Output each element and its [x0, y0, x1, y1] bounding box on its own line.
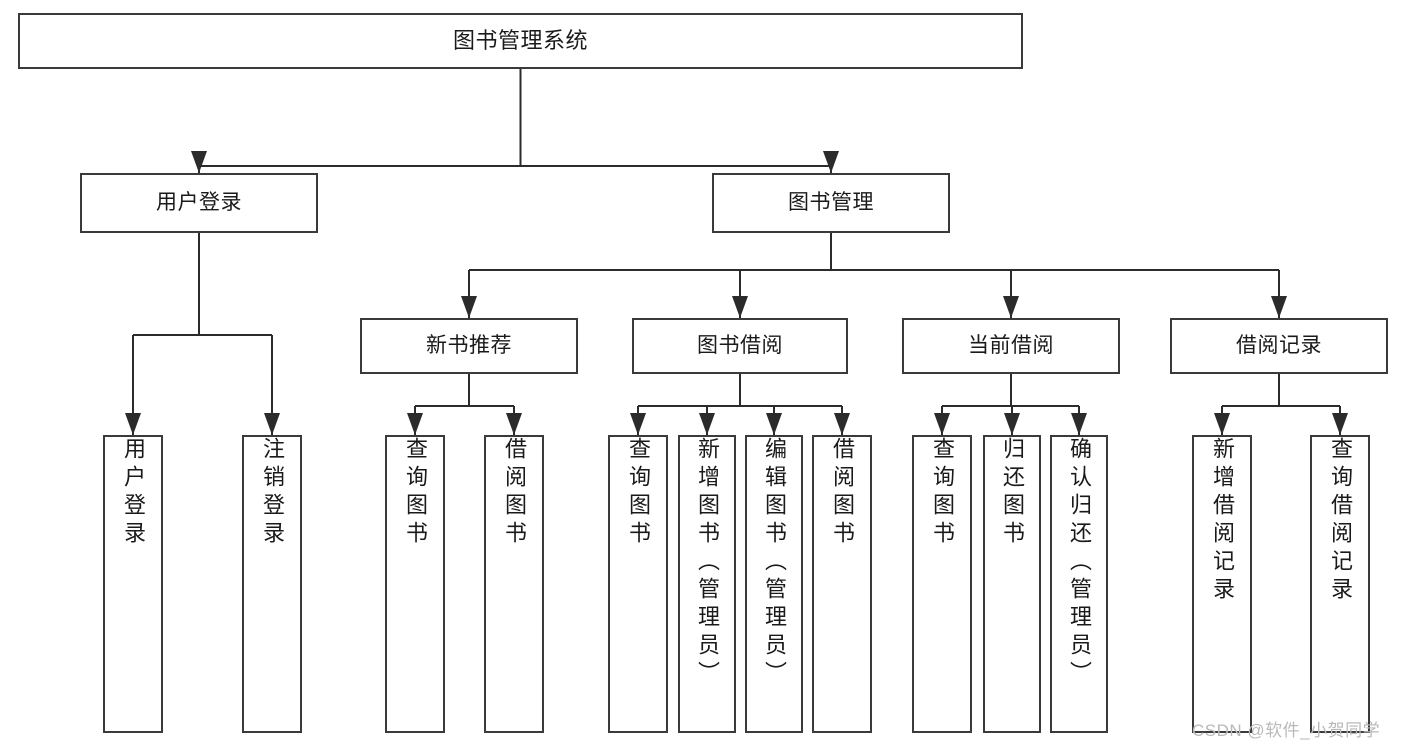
node-newbook: 新书推荐: [360, 318, 578, 374]
connector-arrowhead: [630, 413, 646, 435]
node-leaf8: 借阅图书: [812, 435, 872, 733]
node-leaf4: 借阅图书: [484, 435, 544, 733]
node-label: 确认归还（管理员）: [1067, 437, 1092, 689]
node-label: 借阅图书: [502, 437, 527, 549]
node-current: 当前借阅: [902, 318, 1120, 374]
node-records: 借阅记录: [1170, 318, 1388, 374]
node-root: 图书管理系统: [18, 13, 1023, 69]
csdn-watermark: CSDN @软件_小贺同学: [1192, 721, 1381, 740]
node-leaf2: 注销登录: [242, 435, 302, 733]
connector-arrowhead: [506, 413, 522, 435]
connector-arrowhead: [766, 413, 782, 435]
connector-arrowhead: [1003, 296, 1019, 318]
node-leaf5: 查询图书: [608, 435, 668, 733]
connector-arrowhead: [834, 413, 850, 435]
node-label: 借阅记录: [1236, 334, 1322, 358]
connector-arrowhead: [1271, 296, 1287, 318]
node-label: 当前借阅: [968, 334, 1054, 358]
connector-arrowhead: [125, 413, 141, 435]
node-leaf1: 用户登录: [103, 435, 163, 733]
node-leaf3: 查询图书: [385, 435, 445, 733]
node-label: 图书管理: [788, 191, 874, 215]
connector-arrowhead: [407, 413, 423, 435]
node-label: 查询图书: [403, 437, 428, 549]
node-label: 归还图书: [1000, 437, 1025, 549]
connector-arrowhead: [191, 151, 207, 173]
node-leaf6: 新增图书（管理员）: [678, 435, 736, 733]
connector-arrowhead: [1332, 413, 1348, 435]
node-label: 编辑图书（管理员）: [762, 437, 787, 689]
node-label: 用户登录: [121, 437, 146, 549]
node-leaf13: 查询借阅记录: [1310, 435, 1370, 733]
connector-arrowhead: [1071, 413, 1087, 435]
node-leaf10: 归还图书: [983, 435, 1041, 733]
node-label: 用户登录: [156, 191, 242, 215]
node-label: 注销登录: [260, 437, 285, 549]
node-leaf11: 确认归还（管理员）: [1050, 435, 1108, 733]
connector-arrowhead: [461, 296, 477, 318]
connector-arrowhead: [823, 151, 839, 173]
node-label: 查询借阅记录: [1328, 437, 1353, 605]
node-bookmgmt: 图书管理: [712, 173, 950, 233]
connector-arrowhead: [1214, 413, 1230, 435]
node-label: 借阅图书: [830, 437, 855, 549]
node-login: 用户登录: [80, 173, 318, 233]
node-leaf7: 编辑图书（管理员）: [745, 435, 803, 733]
connector-arrowhead: [264, 413, 280, 435]
connector-arrowhead: [732, 296, 748, 318]
node-label: 新增借阅记录: [1210, 437, 1235, 605]
node-label: 新书推荐: [426, 334, 512, 358]
node-label: 新增图书（管理员）: [695, 437, 720, 689]
node-label: 图书管理系统: [452, 27, 588, 53]
node-leaf9: 查询图书: [912, 435, 972, 733]
node-borrow: 图书借阅: [632, 318, 848, 374]
node-label: 图书借阅: [697, 334, 783, 358]
connector-arrowhead: [1004, 413, 1020, 435]
node-label: 查询图书: [626, 437, 651, 549]
connector-arrowhead: [699, 413, 715, 435]
node-leaf12: 新增借阅记录: [1192, 435, 1252, 733]
connector-arrowhead: [934, 413, 950, 435]
node-label: 查询图书: [930, 437, 955, 549]
